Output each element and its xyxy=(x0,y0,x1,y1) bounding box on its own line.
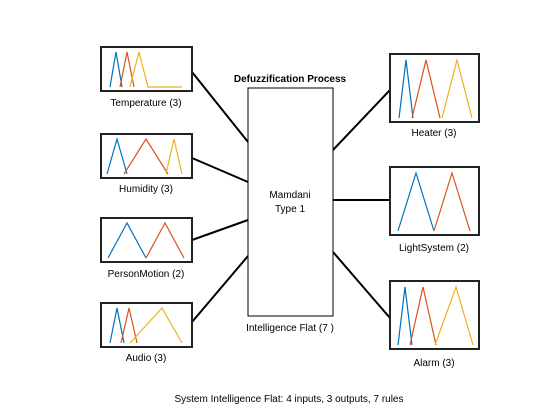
connectors xyxy=(191,71,391,323)
mf-humidity-3 xyxy=(165,138,183,175)
output-label-alarm: Alarm (3) xyxy=(413,358,454,369)
mf-lightsystem-1 xyxy=(397,170,435,232)
connector-input-2 xyxy=(191,157,249,183)
system-caption: System Intelligence Flat: 4 inputs, 3 ou… xyxy=(174,394,403,405)
output-variable-lightsystem: LightSystem (2) xyxy=(389,166,480,254)
mf-plot-alarm xyxy=(397,285,474,346)
mf-temperature-2 xyxy=(119,51,135,88)
mf-plot-humidity xyxy=(106,136,183,175)
connector-input-4 xyxy=(191,255,249,323)
connector-input-1 xyxy=(191,71,249,143)
input-box-temperature xyxy=(100,46,193,92)
mf-audio-1 xyxy=(109,307,125,344)
input-label-personmotion: PersonMotion (2) xyxy=(108,269,185,280)
output-variable-heater: Heater (3) xyxy=(389,53,480,139)
mf-heater-3 xyxy=(441,57,473,119)
mf-personmotion-1 xyxy=(107,221,147,259)
mf-humidity-2 xyxy=(123,137,169,175)
mf-audio-3 xyxy=(129,306,183,344)
output-label-heater: Heater (3) xyxy=(411,128,456,139)
connector-output-3 xyxy=(332,251,391,319)
input-variable-temperature: Temperature (3) xyxy=(100,46,193,109)
mf-temperature-1 xyxy=(109,51,123,88)
output-box-lightsystem xyxy=(389,166,480,236)
diagram-title: Defuzzification Process xyxy=(234,74,347,85)
input-box-personmotion xyxy=(100,217,193,263)
mf-temperature-3 xyxy=(129,51,182,88)
mf-alarm-2 xyxy=(409,286,437,346)
mf-plot-heater xyxy=(398,57,473,119)
system-label: Intelligence Flat (7 ) xyxy=(246,323,334,334)
mf-alarm-1 xyxy=(397,286,413,346)
mf-lightsystem-2 xyxy=(433,170,471,232)
system-box xyxy=(247,87,334,317)
mf-audio-2 xyxy=(120,307,138,344)
engine-type-line2: Type 1 xyxy=(275,204,305,215)
input-label-humidity: Humidity (3) xyxy=(119,184,173,195)
input-label-temperature: Temperature (3) xyxy=(110,98,181,109)
engine-type-line1: Mamdani xyxy=(269,190,310,201)
mf-heater-2 xyxy=(411,59,441,119)
output-variable-alarm: Alarm (3) xyxy=(389,280,480,369)
connector-input-3 xyxy=(191,219,249,241)
input-label-audio: Audio (3) xyxy=(126,353,167,364)
output-label-lightsystem: LightSystem (2) xyxy=(399,243,469,254)
mf-alarm-3 xyxy=(434,285,474,346)
input-variable-humidity: Humidity (3) xyxy=(100,133,193,195)
connector-output-1 xyxy=(332,89,391,151)
mf-plot-audio xyxy=(109,306,183,344)
mf-plot-lightsystem xyxy=(397,170,471,232)
mf-plot-temperature xyxy=(109,51,182,88)
mf-humidity-1 xyxy=(106,136,128,175)
output-box-heater xyxy=(389,53,480,123)
input-variable-personmotion: PersonMotion (2) xyxy=(100,217,193,280)
input-variable-audio: Audio (3) xyxy=(100,302,193,364)
mf-personmotion-2 xyxy=(145,221,185,259)
mf-plot-personmotion xyxy=(107,221,185,259)
mf-heater-1 xyxy=(398,59,414,119)
